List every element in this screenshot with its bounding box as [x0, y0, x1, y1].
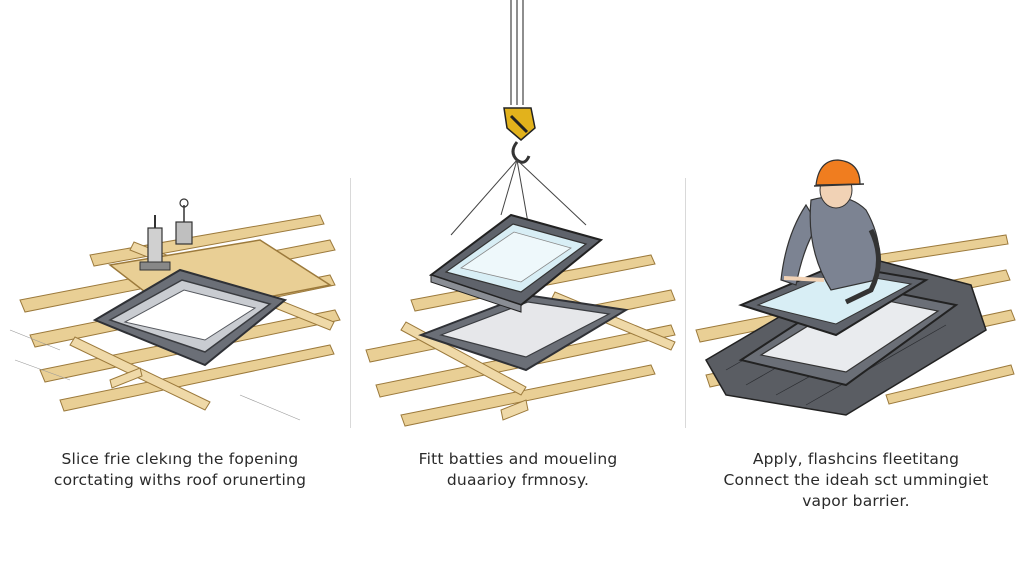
caption-line: Connect the ideah sct ummingiet [723, 471, 989, 489]
step-3-caption: Apply, flashcins fleetitang Connect the … [696, 449, 1016, 512]
step-2-panel: Fitt batties and moueling duaarioy frmno… [351, 0, 685, 576]
caption-line: Apply, flashcins fleetitang [752, 450, 960, 468]
step-3-panel: Apply, flashcins fleetitang Connect the … [686, 0, 1024, 576]
step-1-illustration [9, 198, 341, 421]
panel-divider [350, 178, 351, 428]
cutting-tool-icon [139, 198, 193, 271]
caption-line: Fitt batties and moueling [418, 450, 618, 468]
crane-hook-icon [503, 107, 536, 164]
caption-line: corctating withs roof orunerting [53, 471, 307, 489]
caption-line: Slice frie clekıng the fopening [61, 450, 299, 468]
step-1-panel: Slice frie clekıng the fopening corctati… [0, 0, 350, 576]
step-1-caption: Slice frie clekıng the fopening corctati… [20, 449, 340, 491]
step-3-illustration [695, 159, 1016, 416]
step-2-caption: Fitt batties and moueling duaarioy frmno… [358, 449, 678, 491]
panel-divider [685, 178, 686, 428]
step-2-illustration [365, 0, 676, 427]
worker-hardhat-icon [780, 159, 881, 305]
caption-line: vapor barrier. [802, 492, 910, 510]
caption-line: duaarioy frmnosy. [446, 471, 590, 489]
